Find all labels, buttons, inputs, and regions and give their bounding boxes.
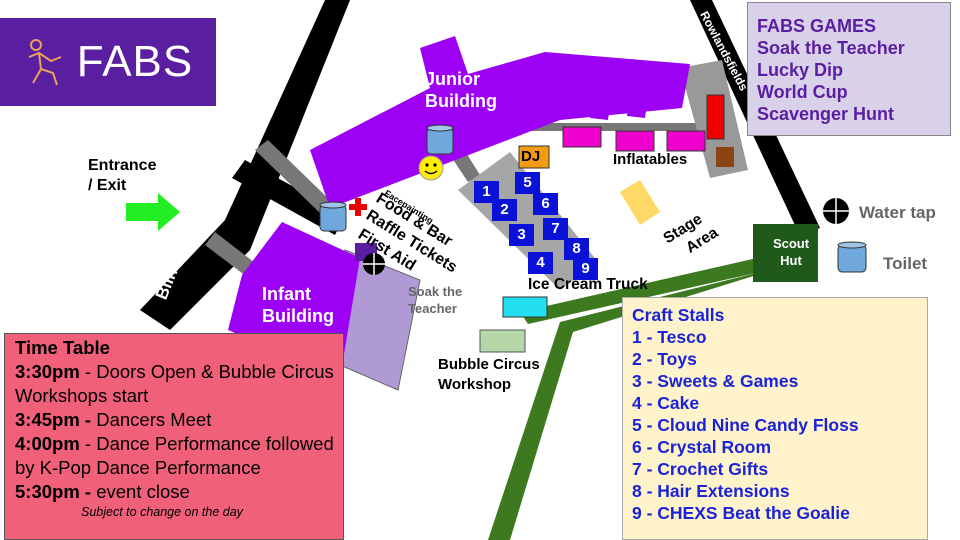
- water-tap-icon: [363, 253, 385, 275]
- crafts-title: Craft Stalls: [632, 305, 725, 325]
- stall-4: 4: [528, 252, 553, 274]
- junior-line2: Building: [425, 91, 497, 111]
- stall-2: 2: [492, 199, 517, 221]
- logo-text: FABS: [76, 37, 194, 86]
- infant-line1: Infant: [262, 284, 311, 304]
- crafts-item: 9 - CHEXS Beat the Goalie: [632, 503, 850, 523]
- grey-path-a: [255, 140, 335, 215]
- toilet-icon-2: [319, 201, 347, 232]
- dj-booth: [518, 145, 550, 169]
- entry-time: 4:00pm: [15, 433, 80, 454]
- inflatables-label: Inflatables: [613, 151, 688, 168]
- ice-cream-truck: [502, 296, 548, 318]
- stall-8: 8: [564, 238, 589, 260]
- scout-line1: Scout: [772, 236, 810, 251]
- running-person-icon: [28, 39, 62, 86]
- junior-line1: Junior: [425, 69, 481, 89]
- entry-time: 3:30pm: [15, 361, 80, 382]
- soak-line2: Teacher: [408, 301, 457, 316]
- crafts-item: 8 - Hair Extensions: [632, 481, 790, 501]
- junior-wing-1: [550, 70, 572, 118]
- infant-building-label: Infant Building: [262, 283, 334, 327]
- entry-time: 3:45pm -: [15, 409, 97, 430]
- scout-hut: [753, 224, 818, 282]
- stall-1: 1: [474, 181, 499, 203]
- water-tap-legend-icon: [823, 198, 849, 224]
- entrance-line1: Entrance: [88, 157, 157, 174]
- soak-teacher-label: Soak the Teacher: [408, 283, 462, 317]
- smiley-icon: [418, 155, 444, 181]
- brown-box: [716, 147, 734, 167]
- games-title: FABS GAMES: [757, 16, 877, 36]
- timetable-note: Subject to change on the day: [81, 505, 243, 519]
- crafts-item: 2 - Toys: [632, 349, 697, 369]
- scout-line2: Hut: [780, 253, 802, 268]
- junior-wing-3: [627, 68, 652, 118]
- first-aid-cross-icon: [349, 198, 367, 216]
- bubble-circus-label: Bubble Circus Workshop: [438, 355, 540, 395]
- timetable-entry: 5:30pm - event close: [15, 480, 343, 504]
- crafts-item: 5 - Cloud Nine Candy Floss: [632, 415, 859, 435]
- crafts-item: 6 - Crystal Room: [632, 437, 772, 457]
- infant-line2: Building: [262, 306, 334, 326]
- dj-label: DJ: [521, 148, 541, 165]
- scout-hut-label: Scout Hut: [753, 235, 829, 269]
- inflatable-1: [562, 126, 602, 148]
- toilet-icon-1: [426, 124, 454, 155]
- school-drive: [232, 160, 345, 235]
- junior-building-label: Junior Building: [425, 68, 497, 112]
- entry-text: - Dance Performance followed by K-Pop Da…: [15, 433, 334, 478]
- games-item: Scavenger Hunt: [757, 104, 895, 124]
- games-item: World Cup: [757, 82, 848, 102]
- footpath-main: [520, 258, 760, 324]
- entrance-label: Entrance / Exit: [88, 156, 156, 196]
- timetable-entry: 3:30pm - Doors Open & Bubble Circus Work…: [15, 360, 343, 408]
- crafts-item: 1 - Tesco: [632, 327, 707, 347]
- entrance-arrow-icon: [126, 193, 180, 231]
- entry-time: 5:30pm -: [15, 481, 97, 502]
- crafts-item: 3 - Sweets & Games: [632, 371, 799, 391]
- stall-9: 9: [573, 258, 598, 280]
- entry-text: Dancers Meet: [96, 409, 212, 430]
- crafts-item: 7 - Crochet Gifts: [632, 459, 769, 479]
- bubble-line1: Bubble Circus: [438, 356, 540, 373]
- stall-5: 5: [515, 172, 540, 194]
- timetable-title: Time Table: [15, 336, 343, 360]
- soak-line1: Soak the: [408, 284, 463, 299]
- ice-cream-label: Ice Cream Truck: [528, 276, 648, 293]
- craft-stalls-panel: Craft Stalls 1 - Tesco 2 - Toys 3 - Swee…: [622, 297, 928, 540]
- timetable-title-text: Time Table: [15, 337, 110, 358]
- games-panel: FABS GAMES Soak the Teacher Lucky Dip Wo…: [747, 2, 951, 136]
- stage-area-box: [620, 180, 660, 225]
- timetable-panel: Time Table 3:30pm - Doors Open & Bubble …: [4, 333, 344, 540]
- blindmans-lane-road: [140, 0, 350, 330]
- bubble-line2: Workshop: [438, 376, 512, 393]
- junior-wing-2: [590, 68, 615, 120]
- entrance-line2: / Exit: [88, 177, 127, 194]
- games-item: Soak the Teacher: [757, 38, 905, 58]
- bubble-circus-box: [479, 329, 526, 353]
- entry-text: event close: [96, 481, 190, 502]
- crafts-item: 4 - Cake: [632, 393, 700, 413]
- toilet-legend-label: Toilet: [883, 254, 928, 273]
- inflatable-3: [666, 130, 706, 152]
- toilet-legend-icon: [837, 241, 867, 273]
- stall-7: 7: [543, 218, 568, 240]
- fabs-logo: FABS: [0, 18, 216, 106]
- red-box: [706, 94, 725, 140]
- inflatable-2: [615, 130, 655, 152]
- stall-3: 3: [509, 224, 534, 246]
- timetable-entry: 3:45pm - Dancers Meet: [15, 408, 343, 432]
- stall-6: 6: [533, 193, 558, 215]
- water-tap-legend-label: Water tap: [859, 203, 936, 222]
- entry-text: - Doors Open & Bubble Circus Workshops s…: [15, 361, 334, 406]
- timetable-entry: 4:00pm - Dance Performance followed by K…: [15, 432, 343, 480]
- games-item: Lucky Dip: [757, 60, 844, 80]
